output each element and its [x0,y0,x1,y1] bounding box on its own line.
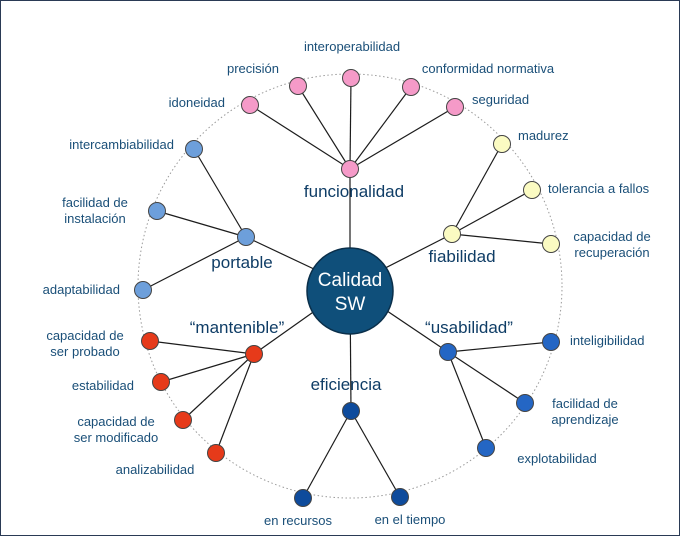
recuperacion-node [542,235,560,253]
conformidad-node [402,78,420,96]
mantenible-hub-node [245,345,263,363]
tolerancia-node [523,181,541,199]
usabilidad-label: “usabilidad” [425,318,513,337]
usabilidad-hub-node [439,343,457,361]
instalacion-node [148,202,166,220]
adaptabilidad-node [134,281,152,299]
interoperabilidad-label: interoperabilidad [304,39,400,54]
madurez-node [493,135,511,153]
estabilidad-label: estabilidad [72,378,134,393]
inteligibilidad-label: inteligibilidad [570,333,644,348]
instalacion-label-line2: instalación [64,211,125,226]
probado-label-line2: ser probado [50,344,119,359]
analizabilidad-label: analizabilidad [116,462,195,477]
tiempo-label: en el tiempo [375,512,446,527]
precision-label: precisión [227,61,279,76]
fiabilidad-hub-node [443,225,461,243]
mantenible-label: “mantenible” [190,318,285,337]
aprendizaje-label-line2: aprendizaje [551,412,618,427]
tiempo-node [391,488,409,506]
portable-edges [142,148,247,291]
seguridad-node [446,98,464,116]
mantenible-edges [149,340,255,454]
center-label-line1: Calidad [318,270,382,291]
center-label-line2: SW [335,294,366,315]
modificado-node [174,411,192,429]
estabilidad-node [152,373,170,391]
funcionalidad-edges [249,77,456,170]
modificado-label-line1: capacidad de [77,414,154,429]
recursos-label: en recursos [264,513,332,528]
funcionalidad-hub-node [341,160,359,178]
explotabilidad-node [477,439,495,457]
portable-label: portable [211,253,272,272]
outer-ring [137,73,563,499]
tolerancia-label: tolerancia a fallos [548,181,650,196]
recuperacion-label-line1: capacidad de [573,229,650,244]
usabilidad-edges [447,341,552,449]
eficiencia-label: eficiencia [311,375,382,394]
fiabilidad-edges [451,143,552,245]
seguridad-label: seguridad [472,92,529,107]
recuperacion-label-line2: recuperación [574,245,649,260]
idoneidad-node [241,96,259,114]
adaptabilidad-label: adaptabilidad [43,282,120,297]
fiabilidad-label: fiabilidad [428,247,495,266]
eficiencia-hub-node [342,402,360,420]
instalacion-label-line1: facilidad de [62,195,128,210]
madurez-label: madurez [518,128,569,143]
precision-node [289,77,307,95]
analizabilidad-node [207,444,225,462]
inteligibilidad-node [542,333,560,351]
interoperabilidad-node [342,69,360,87]
aprendizaje-node [516,394,534,412]
modificado-label-line2: ser modificado [74,430,159,445]
aprendizaje-label-line1: facilidad de [552,396,618,411]
eficiencia-edges [302,410,401,499]
idoneidad-label: idoneidad [169,95,225,110]
explotabilidad-label: explotabilidad [517,451,597,466]
portable-hub-node [237,228,255,246]
intercambiabilidad-label: intercambiabilidad [69,137,174,152]
intercambiabilidad-node [185,140,203,158]
probado-label-line1: capacidad de [46,328,123,343]
center-node [306,247,394,335]
probado-node [141,332,159,350]
funcionalidad-label: funcionalidad [304,182,404,201]
conformidad-label: conformidad normativa [422,61,555,76]
recursos-node [294,489,312,507]
